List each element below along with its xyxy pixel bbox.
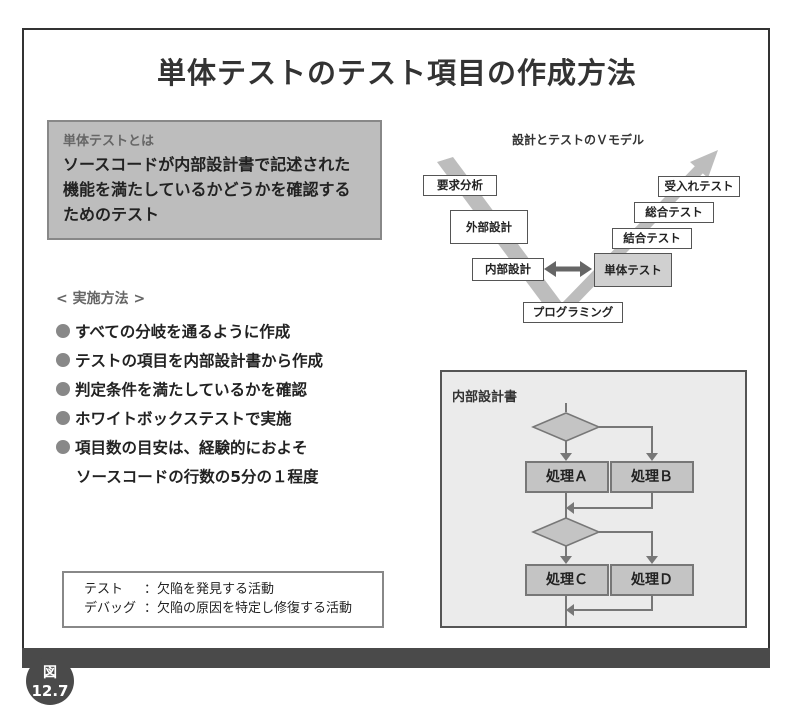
note-term: デバッグ bbox=[84, 601, 137, 616]
note-term: テスト bbox=[84, 582, 124, 597]
flowchart-title: 内部設計書 bbox=[452, 390, 518, 405]
bottom-bar bbox=[22, 648, 770, 668]
bullet-icon bbox=[56, 353, 70, 367]
definition-line: ためのテスト bbox=[63, 205, 160, 224]
method-item: ホワイトボックステストで実施 bbox=[56, 405, 416, 434]
vmodel-step-system-test: 総合テスト bbox=[634, 202, 714, 223]
methods-list: < 実施方法 > すべての分岐を通るように作成 テストの項目を内部設計書から作成… bbox=[56, 288, 416, 492]
note-desc: ：欠陥を発見する活動 bbox=[144, 582, 275, 597]
method-item: 項目数の目安は、経験的におよそ bbox=[56, 434, 416, 463]
vmodel-step-acceptance-test: 受入れテスト bbox=[658, 176, 740, 197]
process-c: 処理Ｃ bbox=[525, 564, 609, 596]
vmodel-step-integration-test: 結合テスト bbox=[612, 228, 692, 249]
figure-badge: 図 12.7 bbox=[26, 657, 74, 705]
bullet-icon bbox=[56, 382, 70, 396]
bullet-icon bbox=[56, 411, 70, 425]
figure-label: 図 bbox=[43, 665, 57, 681]
method-item: 判定条件を満たしているかを確認 bbox=[56, 376, 416, 405]
vmodel-step-unit-test: 単体テスト bbox=[594, 253, 672, 287]
bullet-icon bbox=[56, 440, 70, 454]
v-arrow-head bbox=[690, 150, 718, 178]
note-desc: ：欠陥の原因を特定し修復する活動 bbox=[144, 601, 353, 616]
definition-box: 単体テストとは ソースコードが内部設計書で記述された 機能を満たしているかどうか… bbox=[47, 120, 382, 240]
process-b: 処理Ｂ bbox=[610, 461, 694, 493]
figure-number: 12.7 bbox=[31, 682, 69, 700]
process-a: 処理Ａ bbox=[525, 461, 609, 493]
vmodel-step-programming: プログラミング bbox=[523, 302, 623, 323]
bullet-icon bbox=[56, 324, 70, 338]
method-item: テストの項目を内部設計書から作成 bbox=[56, 347, 416, 376]
process-d: 処理Ｄ bbox=[610, 564, 694, 596]
definition-line: 機能を満たしているかどうかを確認する bbox=[63, 180, 351, 199]
vmodel-title: 設計とテストのＶモデル bbox=[512, 133, 645, 147]
definition-line: ソースコードが内部設計書で記述された bbox=[63, 155, 351, 174]
notes-box: テスト ：欠陥を発見する活動 デバッグ ：欠陥の原因を特定し修復する活動 bbox=[62, 571, 384, 628]
methods-heading: < 実施方法 > bbox=[56, 291, 146, 307]
note-row: テスト ：欠陥を発見する活動 bbox=[84, 580, 382, 599]
vmodel-step-requirements: 要求分析 bbox=[423, 175, 497, 196]
vmodel-step-internal-design: 内部設計 bbox=[472, 258, 544, 281]
definition-heading: 単体テストとは bbox=[63, 134, 155, 149]
note-row: デバッグ ：欠陥の原因を特定し修復する活動 bbox=[84, 599, 382, 618]
method-item-continuation: ソースコードの行数の5分の１程度 bbox=[76, 468, 319, 486]
method-item: すべての分岐を通るように作成 bbox=[56, 318, 416, 347]
vmodel-step-external-design: 外部設計 bbox=[450, 210, 528, 244]
double-arrow-right-head bbox=[580, 261, 592, 277]
double-arrow-left-head bbox=[544, 261, 556, 277]
page-title: 単体テストのテスト項目の作成方法 bbox=[156, 56, 637, 90]
